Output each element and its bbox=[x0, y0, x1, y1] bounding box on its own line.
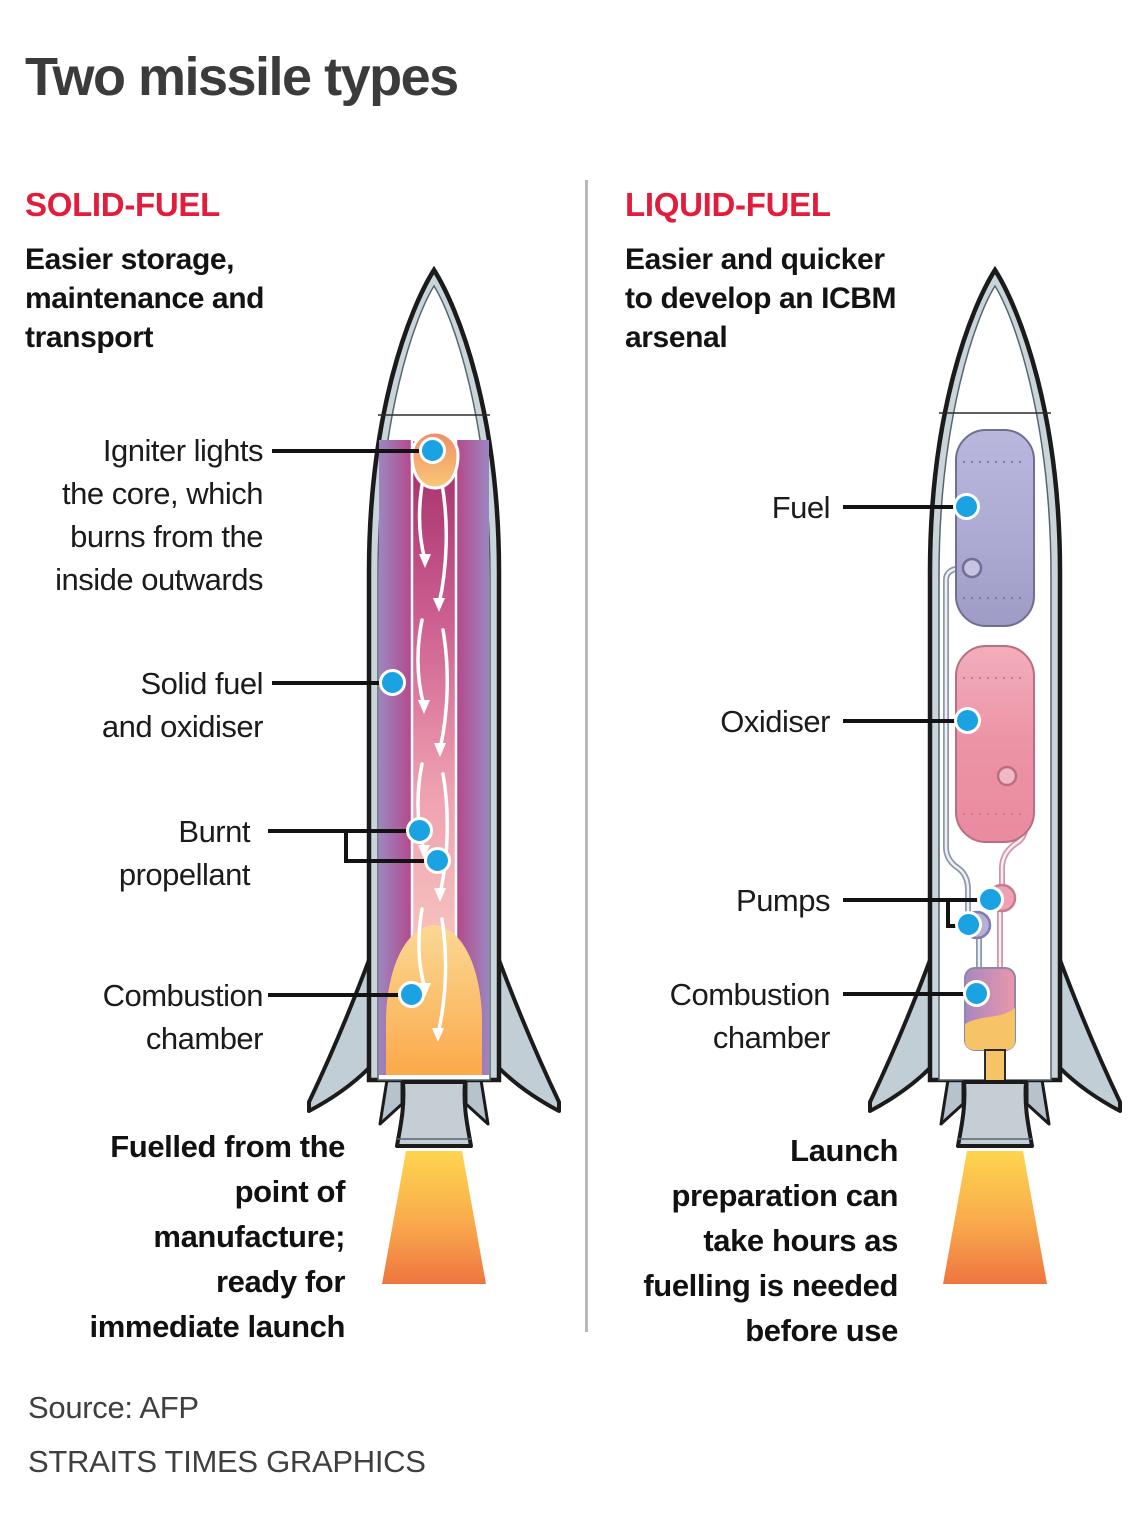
page-title: Two missile types bbox=[25, 47, 459, 107]
leader-pumps bbox=[843, 898, 991, 902]
label-burnt-propellant: Burnt propellant bbox=[118, 814, 251, 892]
solid-fuel-subtitle: Easier storage, maintenance and transpor… bbox=[25, 243, 265, 354]
solid-fuel-rocket-diagram bbox=[307, 265, 561, 1284]
leader-pumps-bracket bbox=[946, 898, 950, 928]
liquid-fuel-subtitle: Easier and quicker to develop an ICBM ar… bbox=[625, 243, 897, 354]
fuel-pipe bbox=[943, 565, 982, 968]
oxidiser-tank-port bbox=[996, 765, 1018, 787]
graphics-credit: STRAITS TIMES GRAPHICS bbox=[28, 1444, 426, 1479]
flow-arrowheads bbox=[418, 554, 446, 1042]
label-combustion-right: Combustion chamber bbox=[669, 977, 831, 1055]
solid-fuel-heading: SOLID-FUEL bbox=[25, 186, 220, 223]
label-oxidiser: Oxidiser bbox=[720, 704, 830, 739]
source-credit: Source: AFP bbox=[28, 1390, 199, 1425]
callout-dot-solid-fuel bbox=[379, 669, 406, 696]
nozzle bbox=[395, 1080, 473, 1148]
left-fin bbox=[307, 958, 371, 1113]
label-igniter: Igniter lights the core, which burns fro… bbox=[55, 433, 263, 597]
leader-combustion-right bbox=[843, 992, 977, 996]
fuel-tank-port bbox=[961, 557, 983, 579]
chamber-flame bbox=[965, 1008, 1015, 1050]
callout-dot-oxidiser bbox=[954, 707, 981, 734]
rear-fin-left bbox=[378, 1078, 404, 1126]
right-fin bbox=[497, 958, 561, 1113]
flow-arrows bbox=[416, 472, 450, 1036]
callout-dot-combustion-left bbox=[398, 981, 425, 1008]
rear-fin-right bbox=[1025, 1078, 1051, 1126]
callout-dot-combustion-right bbox=[963, 980, 990, 1007]
combustion-flame bbox=[386, 925, 482, 1075]
leader-fuel bbox=[843, 505, 967, 509]
leader-solid-fuel bbox=[272, 681, 393, 685]
liquid-fuel-rocket-diagram bbox=[868, 265, 1122, 1284]
leader-oxidiser bbox=[843, 719, 968, 723]
callout-dot-pump-1 bbox=[977, 886, 1004, 913]
leader-burnt-2 bbox=[344, 859, 438, 863]
right-fin bbox=[1058, 958, 1122, 1113]
callout-dot-fuel bbox=[953, 493, 980, 520]
label-combustion-left: Combustion chamber bbox=[102, 978, 264, 1056]
rear-fin-left bbox=[939, 1078, 965, 1126]
leader-combustion-left bbox=[268, 993, 412, 997]
solid-fuel-note: Fuelled from the point of manufacture; r… bbox=[89, 1129, 346, 1344]
rear-fin-right bbox=[464, 1078, 490, 1126]
label-fuel: Fuel bbox=[771, 490, 831, 525]
exhaust-flame bbox=[382, 1151, 486, 1284]
leader-burnt-bracket bbox=[344, 829, 348, 863]
label-pumps: Pumps bbox=[736, 883, 830, 918]
leader-igniter bbox=[272, 449, 433, 453]
callout-dot-igniter bbox=[419, 437, 446, 464]
label-solid-fuel: Solid fuel and oxidiser bbox=[101, 666, 264, 744]
exhaust-flame bbox=[943, 1151, 1047, 1284]
callout-dot-burnt-2 bbox=[424, 847, 451, 874]
nozzle bbox=[956, 1080, 1034, 1148]
left-fin bbox=[868, 958, 932, 1113]
fuel-tank bbox=[955, 429, 1035, 627]
column-divider bbox=[585, 180, 588, 1332]
callout-dot-burnt-1 bbox=[406, 817, 433, 844]
liquid-fuel-heading: LIQUID-FUEL bbox=[625, 186, 831, 223]
oxidiser-tank bbox=[955, 645, 1035, 843]
callout-dot-pump-2 bbox=[955, 911, 982, 938]
liquid-fuel-note: Launch preparation can take hours as fue… bbox=[643, 1133, 898, 1348]
throat bbox=[984, 1049, 1006, 1085]
